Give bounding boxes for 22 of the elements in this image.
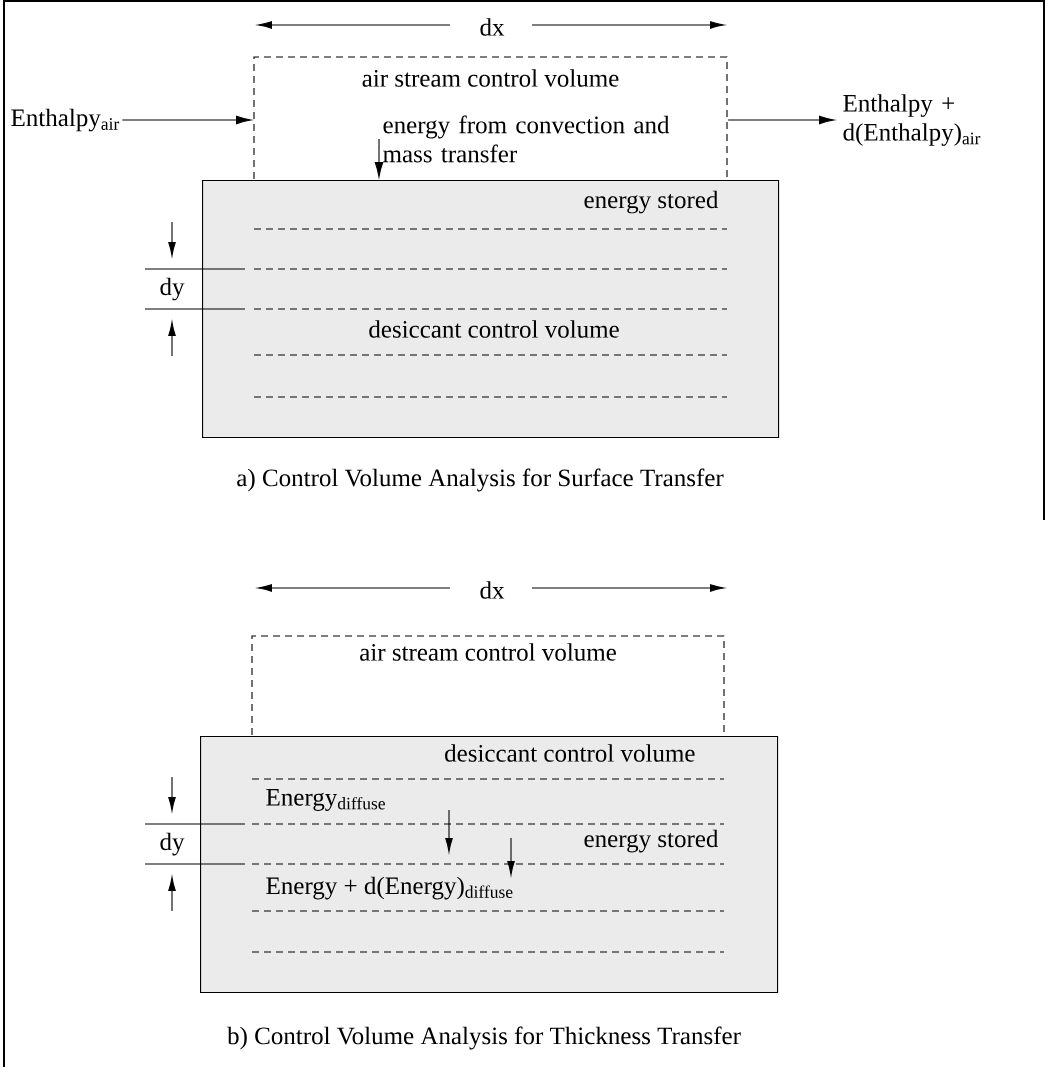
desiccant-slab (202, 180, 780, 439)
arrow (121, 115, 252, 125)
text-label: Enthalpy + d(Enthalpy)$_{air}$ (843, 94, 981, 146)
control-volume (253, 56, 728, 180)
text-label: desiccant control volume (369, 320, 619, 338)
text-label: air stream control volume (362, 69, 619, 87)
text-label: energy stored (584, 829, 719, 853)
text-label: energy from convection and mass transfer (383, 115, 670, 163)
text-label: air stream control volume (360, 643, 616, 661)
arrow (727, 115, 835, 125)
desiccant-slab (200, 736, 779, 994)
text-label: energy stored (584, 190, 719, 214)
text-label: desiccant control volume (445, 744, 695, 762)
dimension-label: dx (480, 18, 505, 36)
text-label: Enthalpy$_{air}$ (11, 108, 120, 132)
control-volume (251, 635, 725, 736)
caption: a) Control Volume Analysis for Surface Transfer (237, 468, 724, 492)
caption: b) Control Volume Analysis for Thickness Transfer (227, 1026, 741, 1050)
text-label: Energy + d(Energy)$_{diffuse}$ (266, 876, 513, 900)
dimension-label: dx (480, 581, 505, 599)
text-label: Energy$_{diffuse}$ (266, 789, 385, 811)
arrow (374, 138, 384, 178)
